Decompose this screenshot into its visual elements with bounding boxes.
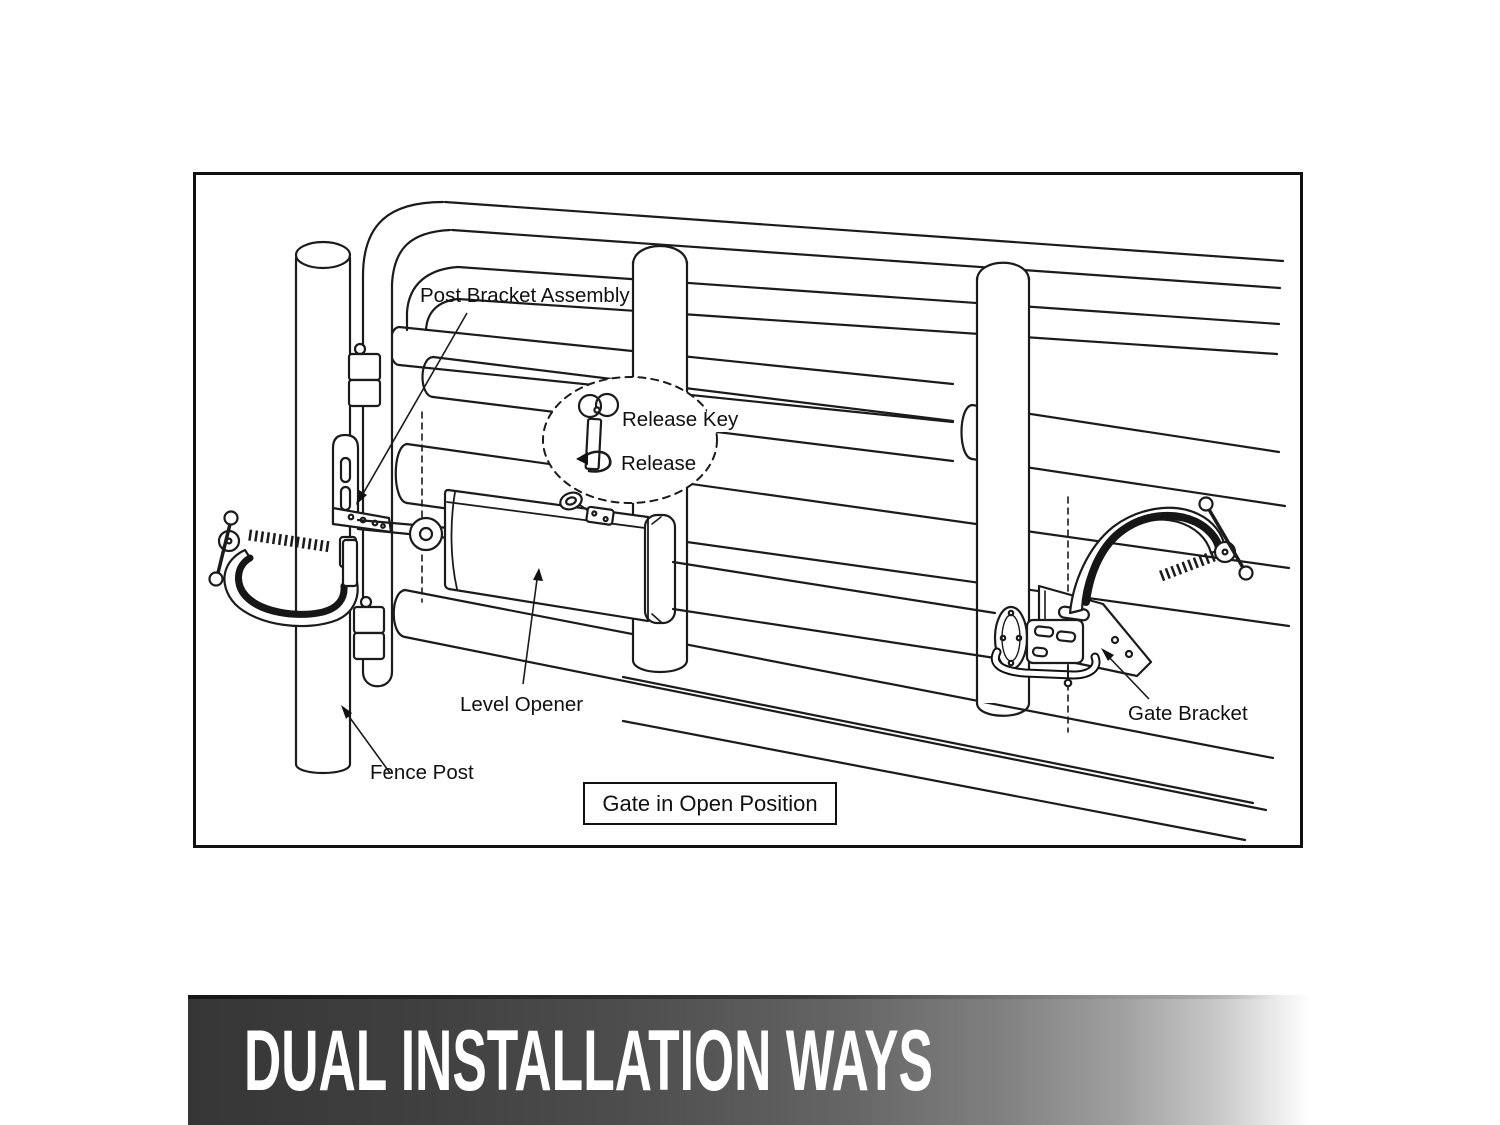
c-clamp-left-icon: [208, 510, 359, 628]
gate-hinge-upper: [347, 342, 382, 408]
label-level-opener: Level Opener: [460, 693, 583, 716]
caption-box: Gate in Open Position: [583, 782, 837, 825]
rod-end-clevis: [990, 618, 1101, 688]
diagram-canvas: Post Bracket Assembly Release Key Releas…: [193, 172, 1303, 848]
leader-post-bracket: [359, 312, 468, 500]
leader-gate-bracket: [1105, 653, 1150, 700]
leader-level-opener: [522, 571, 539, 685]
label-fence-post: Fence Post: [370, 761, 474, 784]
label-post-bracket-assembly: Post Bracket Assembly: [420, 284, 630, 307]
label-release-key: Release Key: [622, 408, 739, 431]
caption-text: Gate in Open Position: [602, 791, 817, 816]
banner-title: DUAL INSTALLATION WAYS: [244, 1013, 933, 1109]
c-clamp-right-icon: [1068, 496, 1254, 615]
title-banner: DUAL INSTALLATION WAYS: [188, 995, 1310, 1125]
label-release: Release: [621, 452, 696, 475]
level-opener-body: [443, 488, 677, 625]
release-key-on-body: [559, 491, 615, 526]
release-detail-bubble: [542, 376, 718, 504]
diagram-labels: Post Bracket Assembly Release Key Releas…: [341, 284, 1248, 784]
leader-fence-post: [344, 710, 391, 774]
release-rotate-icon: [576, 450, 612, 473]
release-key-icon: [577, 392, 620, 471]
gate-hinge-lower: [352, 595, 386, 661]
installation-diagram: Post Bracket Assembly Release Key Releas…: [193, 172, 1303, 848]
alignment-guides: [421, 411, 1069, 733]
label-gate-bracket: Gate Bracket: [1128, 702, 1248, 725]
banner-top-edge: [188, 995, 1310, 999]
